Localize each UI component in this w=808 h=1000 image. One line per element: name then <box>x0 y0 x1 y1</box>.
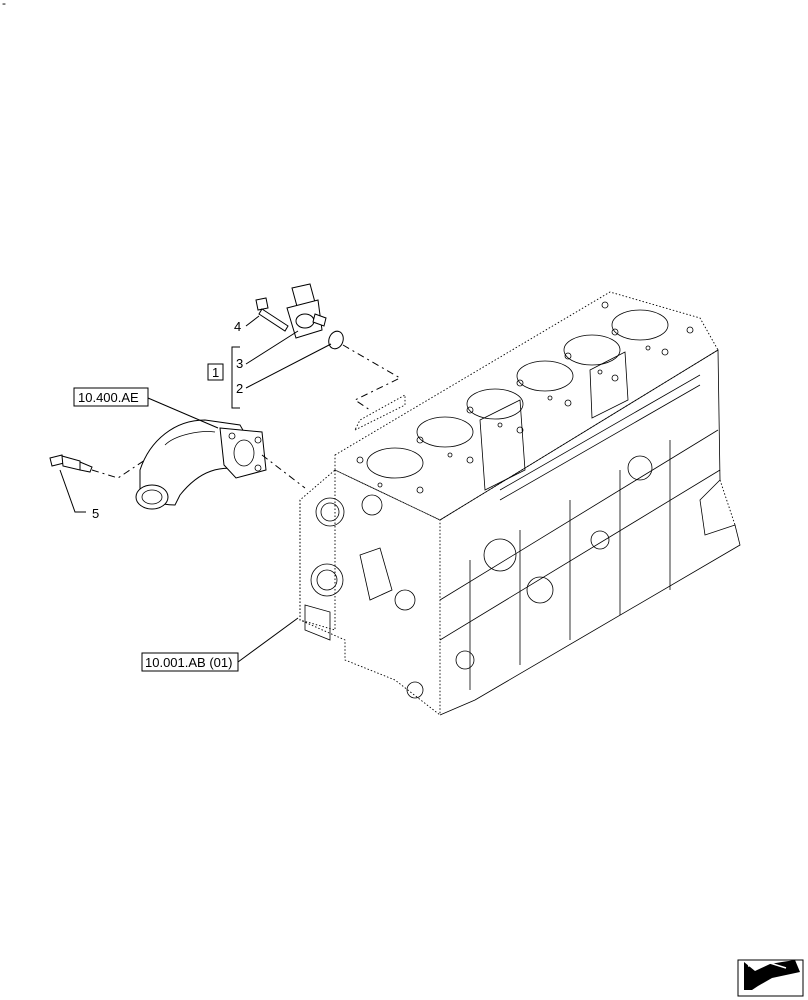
cylinder-bores <box>366 309 669 479</box>
kit-box <box>207 363 224 381</box>
next-page-arrow-icon[interactable] <box>737 959 804 997</box>
callout-5: 5 <box>92 506 99 521</box>
reference-link-10-001-ab[interactable]: 10.001.AB (01) <box>141 652 239 672</box>
corner-mark: - <box>2 0 6 10</box>
part-2-o-ring <box>328 330 344 350</box>
callout-4: 4 <box>234 319 241 334</box>
coolant-elbow-pipe <box>135 419 267 510</box>
crankcase-ribs <box>439 429 721 690</box>
assembly-lines <box>91 344 402 489</box>
engine-block <box>299 291 741 716</box>
reference-link-10-400-ae[interactable]: 10.400.AE <box>73 387 149 407</box>
callout-3: 3 <box>236 356 243 371</box>
part-4-bolt <box>255 297 289 332</box>
callout-2: 2 <box>236 381 243 396</box>
part-3-sensor <box>286 283 327 339</box>
reference-label-10-400-ae: 10.400.AE <box>78 390 139 405</box>
callout-1-kit: 1 <box>212 365 219 380</box>
leader-lines <box>59 315 332 663</box>
part-5-temperature-sensor <box>49 454 93 473</box>
reference-label-10-001-ab: 10.001.AB (01) <box>145 655 232 670</box>
deck-holes <box>356 301 694 494</box>
